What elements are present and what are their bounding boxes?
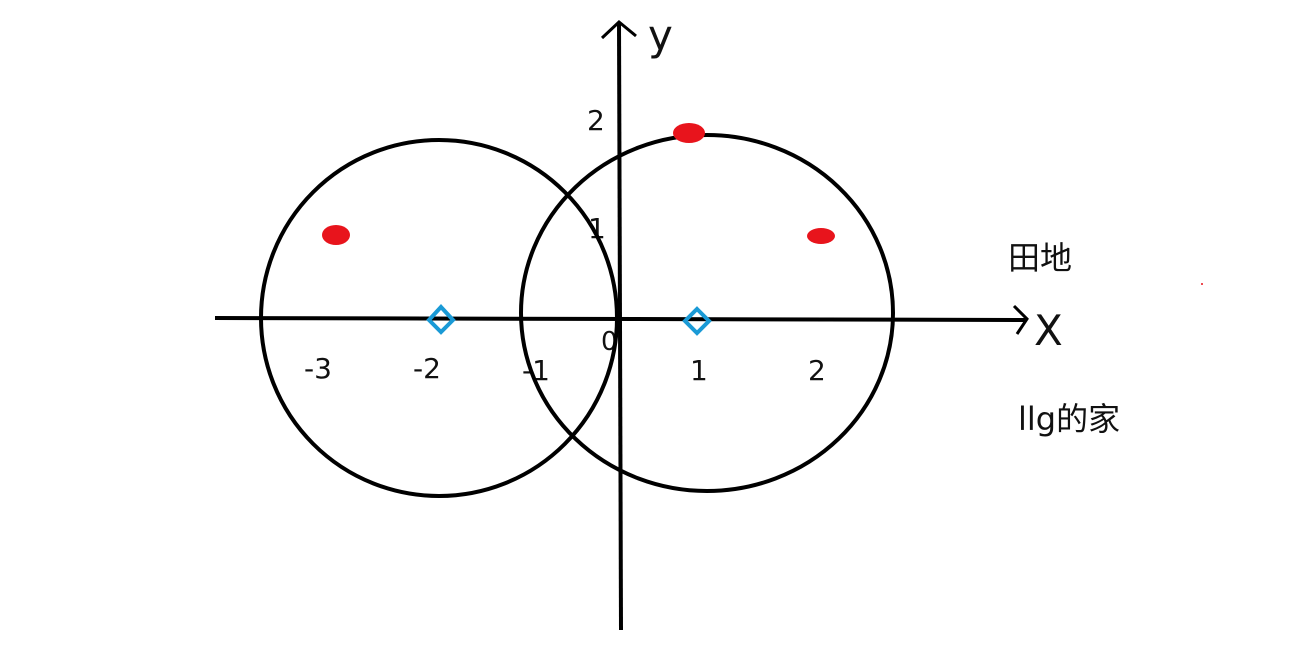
coverage-circle-right xyxy=(519,133,895,493)
y-axis-arrow xyxy=(600,20,637,40)
homes-label: llg的家 xyxy=(1018,400,1120,438)
field-point xyxy=(673,123,705,143)
x-tick-label: 1 xyxy=(690,354,708,387)
field-point xyxy=(322,225,350,245)
y-axis-line xyxy=(617,21,623,631)
field-point xyxy=(807,228,835,244)
x-tick-label: 2 xyxy=(808,354,826,387)
home-diamond-marker xyxy=(426,304,456,335)
stray-mark xyxy=(1201,283,1203,285)
fields-label: 田地 xyxy=(1008,239,1072,277)
y-tick-label: 1 xyxy=(588,212,606,245)
x-axis-name: X xyxy=(1034,306,1063,355)
x-axis-arrow xyxy=(1012,304,1029,335)
x-tick-label: -3 xyxy=(304,352,332,385)
x-tick-label: -2 xyxy=(413,352,441,385)
home-diamond-marker xyxy=(682,306,712,336)
y-axis-name: y xyxy=(648,11,673,60)
coverage-circle-left xyxy=(259,138,619,498)
y-tick-label: 2 xyxy=(587,104,605,137)
